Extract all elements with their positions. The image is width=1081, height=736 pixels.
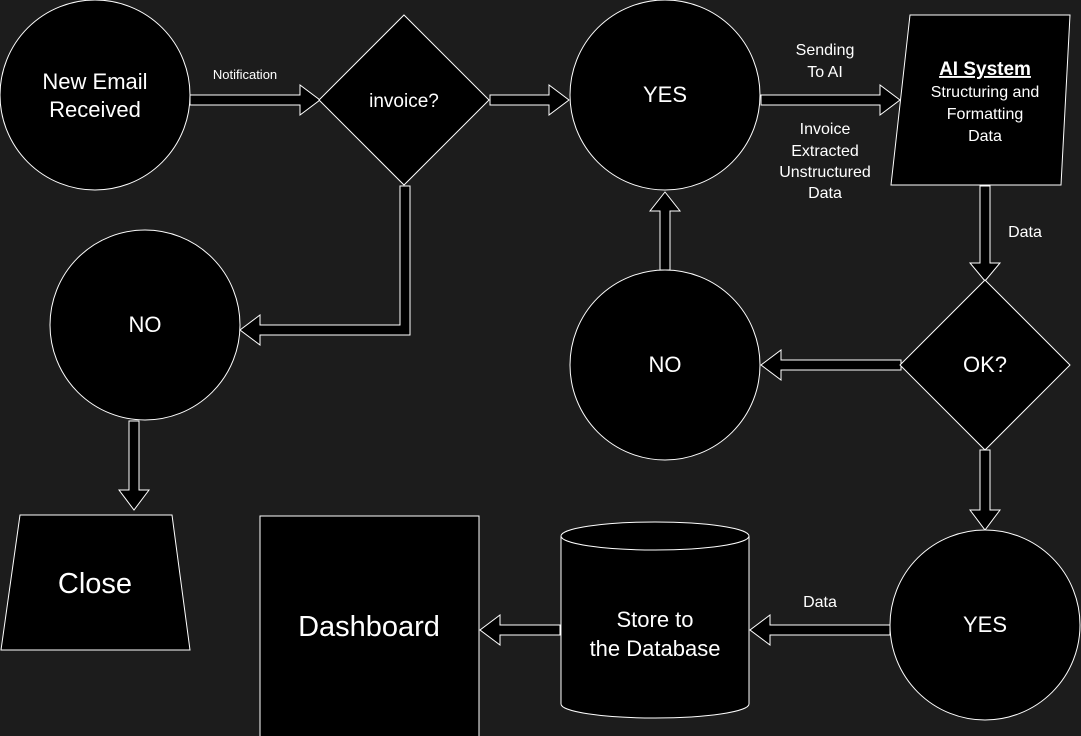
edge-label-sending-line1: Sending <box>796 42 855 59</box>
edge-label-sending-line2: To AI <box>807 64 843 81</box>
edge-label-invoice-line3: Unstructured <box>779 164 871 181</box>
arrow-invoice-to-no <box>239 185 411 346</box>
node-no-middle: NO <box>569 269 761 461</box>
node-no-left: NO <box>49 229 241 421</box>
no-middle-label: NO <box>649 352 682 377</box>
ai-system-line2: Formatting <box>947 106 1023 123</box>
arrow-yes-to-ai <box>760 84 901 116</box>
trapezoid-shape <box>0 514 191 651</box>
ai-system-line1: Structuring and <box>931 84 1040 101</box>
yes-top-label: YES <box>643 82 687 107</box>
arrow-email-to-invoice <box>189 84 321 116</box>
edge-label-data-to-ok: Data <box>1008 224 1042 241</box>
invoice-decision-label: invoice? <box>369 91 439 112</box>
cylinder-body <box>560 536 750 719</box>
cylinder-top <box>560 521 750 551</box>
arrow-ok-to-yes <box>969 449 1001 531</box>
parallelogram-shape <box>890 14 1071 186</box>
arrow-no-to-close <box>118 420 150 511</box>
node-invoice-decision: invoice? <box>318 14 490 186</box>
node-ai-system: AI System Structuring and Formatting Dat… <box>890 14 1071 186</box>
arrow-invoice-to-yes <box>489 84 570 116</box>
ai-system-line3: Data <box>968 128 1002 145</box>
node-close: Close <box>0 514 191 651</box>
arrow-no-to-yes <box>648 191 682 271</box>
ok-decision-label: OK? <box>963 352 1007 377</box>
arrow-yes-to-database <box>749 614 891 646</box>
diamond-shape <box>318 14 490 186</box>
yes-bottom-label: YES <box>963 612 1007 637</box>
node-yes-bottom: YES <box>889 529 1081 721</box>
ai-system-title: AI System <box>939 59 1031 80</box>
new-email-line2: Received <box>49 97 141 122</box>
database-line1: Store to <box>616 607 693 632</box>
node-database: Store to the Database <box>560 521 750 719</box>
circle-shape <box>0 0 191 191</box>
edge-label-invoice-line1: Invoice <box>800 121 851 138</box>
arrow-database-to-dashboard <box>479 614 561 646</box>
rect-shape <box>259 515 480 736</box>
close-label: Close <box>58 568 132 600</box>
circle-shape <box>569 0 761 191</box>
dashboard-label: Dashboard <box>298 611 440 643</box>
node-new-email: New Email Received <box>0 0 191 191</box>
edge-label-invoice-line4: Data <box>808 185 842 202</box>
circle-shape <box>889 529 1081 721</box>
node-dashboard: Dashboard <box>259 515 480 736</box>
new-email-line1: New Email <box>42 69 147 94</box>
circle-shape <box>49 229 241 421</box>
arrow-ai-to-ok <box>968 185 1002 282</box>
diamond-shape <box>899 279 1071 451</box>
circle-shape <box>569 269 761 461</box>
node-ok-decision: OK? <box>899 279 1071 451</box>
arrow-ok-to-no <box>760 349 902 381</box>
no-left-label: NO <box>129 312 162 337</box>
database-line2: the Database <box>590 636 721 661</box>
node-yes-top: YES <box>569 0 761 191</box>
edge-label-notification: Notification <box>213 67 277 82</box>
edge-label-data-to-db: Data <box>803 594 837 611</box>
edge-label-invoice-line2: Extracted <box>791 143 859 160</box>
